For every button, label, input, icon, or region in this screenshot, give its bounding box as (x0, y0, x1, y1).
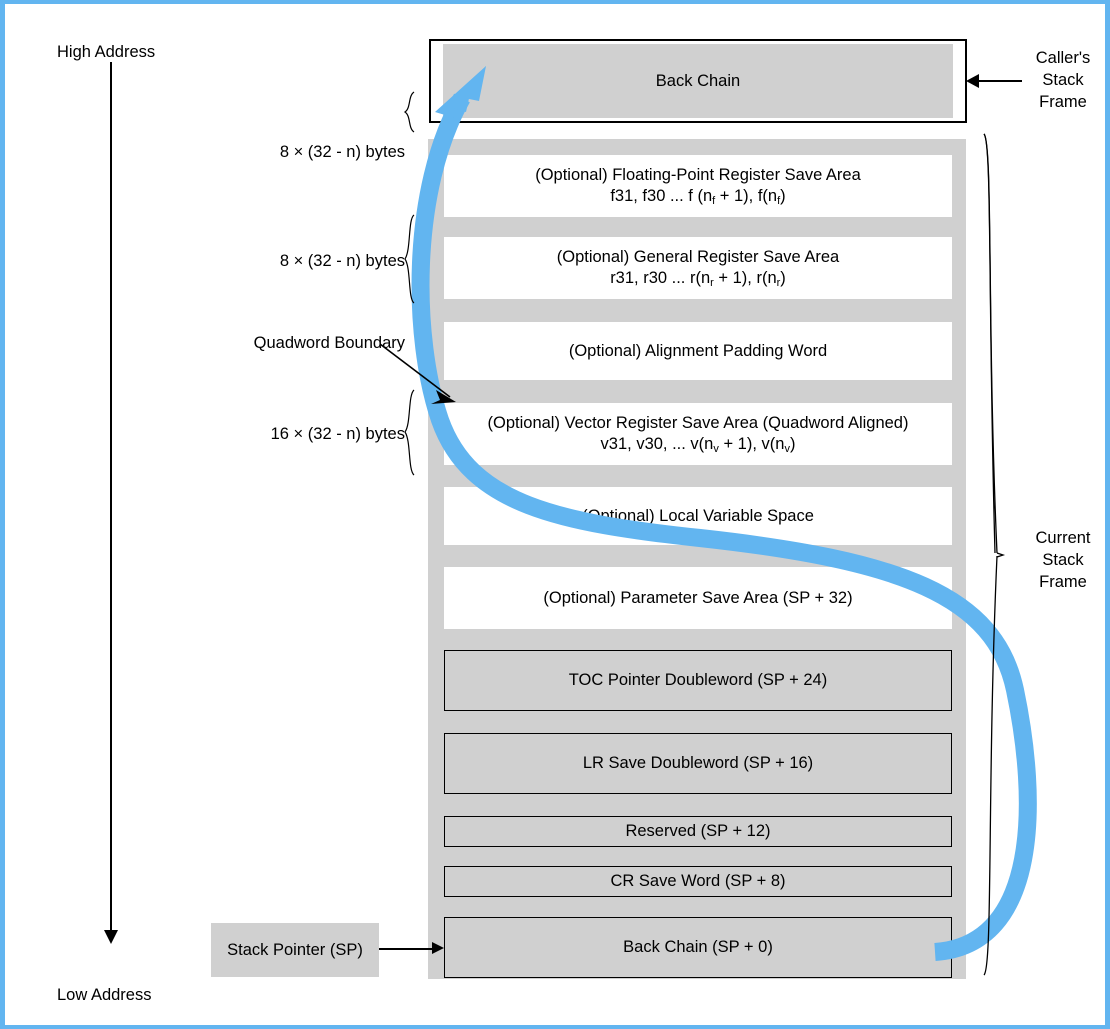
row-parameter-save-area[interactable]: (Optional) Parameter Save Area (SP + 32) (444, 567, 952, 629)
row-label: Reserved (SP + 12) (625, 822, 771, 840)
row-back-chain-sp0[interactable]: Back Chain (SP + 0) (444, 917, 952, 978)
row-label: (Optional) Floating-Point Register Save … (535, 166, 861, 184)
row-label: Back Chain (655, 71, 741, 90)
annotation-quadword-boundary: Quadword Boundary (253, 334, 405, 352)
row-label: (Optional) Local Variable Space (582, 506, 814, 525)
row-label: Back Chain (SP + 0) (623, 938, 773, 956)
current-stack-frame-label-line3: Frame (1039, 573, 1087, 591)
row-back-chain-caller[interactable]: Back Chain (443, 44, 953, 118)
row-reserved[interactable]: Reserved (SP + 12) (444, 816, 952, 847)
callers-stack-frame-label-line1: Caller's (1035, 49, 1091, 67)
stack-pointer-box[interactable]: Stack Pointer (SP) (211, 923, 379, 977)
row-alignment-padding-word[interactable]: (Optional) Alignment Padding Word (444, 322, 952, 380)
row-local-variable-space[interactable]: (Optional) Local Variable Space (444, 487, 952, 545)
row-label: LR Save Doubleword (SP + 16) (582, 754, 814, 772)
row-floating-point-register-save-area[interactable]: (Optional) Floating-Point Register Save … (444, 155, 952, 217)
row-sublabel: v31, v30, ... v(nv + 1), v(nv) (600, 435, 796, 455)
row-general-register-save-area[interactable]: (Optional) General Register Save Area r3… (444, 237, 952, 299)
row-label: (Optional) General Register Save Area (556, 248, 840, 266)
callers-stack-frame-label-line3: Frame (1039, 93, 1087, 111)
stack-pointer-arrow-line (379, 948, 435, 950)
row-cr-save-word[interactable]: CR Save Word (SP + 8) (444, 866, 952, 897)
row-label: (Optional) Alignment Padding Word (568, 341, 828, 360)
current-stack-frame-label-line1: Current (1035, 529, 1091, 547)
row-label: (Optional) Vector Register Save Area (Qu… (487, 414, 909, 432)
row-sublabel: f31, f30 ... f (nf + 1), f(nf) (610, 187, 786, 207)
row-sublabel: r31, r30 ... r(nr + 1), r(nr) (610, 269, 786, 289)
brace-current-stack-frame (983, 133, 1006, 976)
row-vector-register-save-area[interactable]: (Optional) Vector Register Save Area (Qu… (444, 403, 952, 465)
stack-pointer-label: Stack Pointer (SP) (227, 940, 363, 959)
annotation-vr-bytes: 16 × (32 - n) bytes (270, 425, 405, 443)
address-axis-arrowhead (104, 930, 118, 944)
current-stack-frame-label-line2: Stack (1042, 551, 1084, 569)
brace-gpr (404, 214, 415, 304)
row-lr-save-doubleword[interactable]: LR Save Doubleword (SP + 16) (444, 733, 952, 794)
annotation-gpr-bytes: 8 × (32 - n) bytes (279, 252, 405, 270)
low-address-label: Low Address (57, 986, 152, 1004)
callers-frame-arrow-line (978, 80, 1022, 82)
row-toc-pointer-doubleword[interactable]: TOC Pointer Doubleword (SP + 24) (444, 650, 952, 711)
annotation-fpr-bytes: 8 × (32 - n) bytes (279, 143, 405, 161)
high-address-label: High Address (57, 43, 156, 61)
brace-vr (404, 389, 415, 476)
callers-stack-frame-label-line2: Stack (1042, 71, 1084, 89)
row-label: (Optional) Parameter Save Area (SP + 32) (543, 588, 853, 607)
row-label: CR Save Word (SP + 8) (610, 872, 786, 890)
callers-frame-arrow-head (966, 74, 979, 88)
stack-pointer-arrow-head (432, 942, 444, 954)
brace-fpr (403, 91, 415, 133)
address-axis-line (110, 62, 112, 937)
row-label: TOC Pointer Doubleword (SP + 24) (568, 671, 828, 689)
